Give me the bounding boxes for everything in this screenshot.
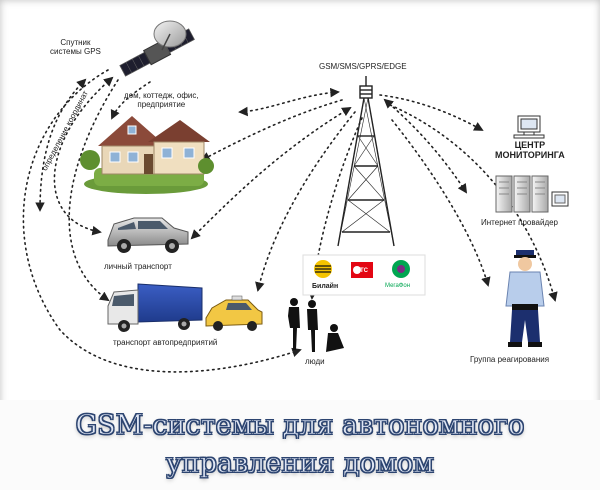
arrow-tower-car xyxy=(190,107,352,240)
arrow-tower-response xyxy=(389,104,558,302)
house-icon xyxy=(80,116,214,194)
fleet-label: транспорт автопредприятий xyxy=(113,338,218,347)
house-label-line1: дом, коттедж, офис, xyxy=(124,91,199,100)
arrow-tower-monitoring xyxy=(379,94,484,131)
caption-line2: управления домом xyxy=(165,448,435,480)
server-rack-icon xyxy=(495,175,569,213)
people-icon xyxy=(288,298,344,352)
monitoring-label-line1: ЦЕНТР xyxy=(514,140,546,150)
arrow-tower-isp xyxy=(383,98,468,194)
monitoring-label-line2: МОНИТОРИНГА xyxy=(495,150,565,161)
guard-icon xyxy=(505,250,545,347)
satellite-label-line2: системы GPS xyxy=(50,47,101,57)
arrow-sat-car xyxy=(53,76,114,236)
megafon-logo-icon xyxy=(392,260,410,278)
house-label-line2: предприятие xyxy=(137,100,186,110)
cell-tower-icon xyxy=(337,76,395,247)
arrow-tower-house-lower xyxy=(200,99,343,161)
car-label: личный транспорт xyxy=(104,262,172,271)
mts-logo-icon xyxy=(351,262,373,278)
arrow-tower-house xyxy=(238,87,340,117)
satellite-label-line1: Спутник xyxy=(60,38,91,47)
suv-icon xyxy=(107,217,189,253)
network-diagram xyxy=(22,20,569,373)
megafon-label: МегаФон xyxy=(385,283,411,289)
caption-line1: GSM-системы для автономного xyxy=(75,410,525,442)
mts-label: МТС xyxy=(355,268,368,274)
arrow-tower-taxi xyxy=(255,111,356,292)
caption-panel: GSM-системы для автономного управления д… xyxy=(0,400,600,490)
arrow-sat-house xyxy=(110,81,151,120)
computer-icon xyxy=(513,115,545,139)
taxi-icon xyxy=(205,295,263,331)
satellite-label: Спутник системы GPS xyxy=(50,38,101,56)
satellite-icon xyxy=(119,20,195,77)
dotted-arrows xyxy=(22,69,558,373)
tower-label: GSM/SMS/GPRS/EDGE xyxy=(319,62,407,71)
monitoring-label: ЦЕНТР МОНИТОРИНГА xyxy=(495,140,565,161)
arrow-tower-response-inner xyxy=(391,119,491,287)
house-label: дом, коттедж, офис, предприятие xyxy=(124,91,199,109)
isp-label: Интернет провайдер xyxy=(481,218,559,227)
beeline-logo-icon xyxy=(314,260,332,278)
people-label: люди xyxy=(305,357,325,366)
truck-icon xyxy=(107,283,203,332)
beeline-label: Билайн xyxy=(312,283,339,290)
response-label: Группа реагирования xyxy=(470,355,550,364)
operator-logos xyxy=(302,254,426,296)
arrow-coords xyxy=(35,78,87,212)
